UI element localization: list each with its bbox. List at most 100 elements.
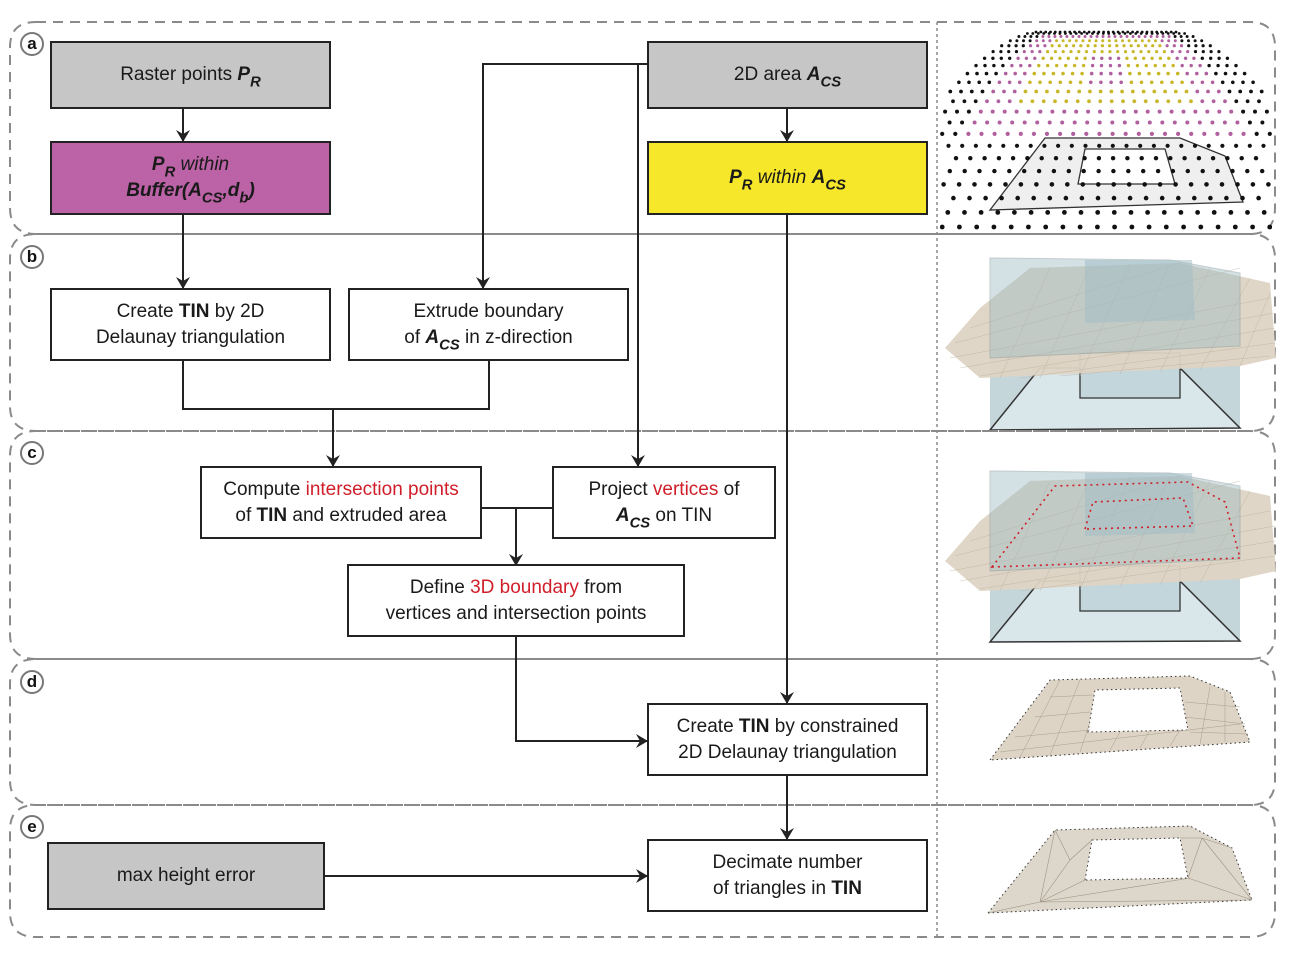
- raster-point: [1045, 89, 1049, 94]
- raster-point: [1131, 30, 1134, 34]
- raster-point: [1062, 210, 1067, 215]
- raster-point: [1022, 50, 1026, 54]
- raster-point: [1081, 63, 1086, 68]
- raster-point: [1051, 168, 1057, 174]
- raster-point: [1092, 50, 1096, 54]
- raster-point: [1010, 156, 1016, 161]
- raster-point: [1023, 71, 1027, 76]
- stage-frame-e: [9, 804, 1276, 938]
- raster-point: [1147, 120, 1152, 125]
- raster-point: [1047, 32, 1051, 35]
- raster-point: [1179, 44, 1184, 48]
- raster-point: [1056, 143, 1061, 148]
- raster-point: [1220, 143, 1225, 148]
- raster-point: [1215, 168, 1220, 174]
- raster-point: [1239, 156, 1244, 161]
- raster-point: [1228, 210, 1234, 215]
- raster-point: [1064, 32, 1067, 35]
- raster-point: [983, 195, 988, 201]
- raster-point: [1162, 50, 1166, 54]
- raster-point: [1229, 109, 1234, 114]
- raster-point: [1035, 120, 1040, 125]
- raster-point: [1235, 182, 1240, 187]
- raster-point: [1021, 44, 1025, 48]
- raster-point: [1256, 195, 1261, 201]
- raster-point: [1177, 99, 1182, 104]
- raster-point: [951, 195, 956, 201]
- raster-point: [1069, 32, 1073, 35]
- raster-point: [1096, 182, 1101, 187]
- raster-point: [1088, 89, 1092, 94]
- raster-point: [1038, 50, 1042, 54]
- raster-point: [1068, 39, 1072, 43]
- raster-point: [1064, 44, 1068, 48]
- raster-point: [1028, 80, 1032, 85]
- raster-point: [1097, 143, 1102, 148]
- raster-point: [1068, 156, 1073, 161]
- raster-point: [1043, 224, 1049, 230]
- raster-point: [991, 89, 996, 94]
- raster-point: [1251, 80, 1255, 85]
- raster-point: [1209, 56, 1213, 60]
- raster-point: [1127, 195, 1133, 201]
- raster-point: [1227, 89, 1232, 94]
- raster-point: [960, 143, 965, 148]
- raster-point: [1112, 32, 1116, 35]
- raster-point: [1094, 39, 1098, 43]
- raster-point: [1145, 109, 1150, 114]
- raster-point: [1046, 50, 1050, 54]
- raster-point: [1224, 195, 1229, 201]
- raster-point: [1077, 224, 1083, 230]
- raster-point: [945, 210, 951, 215]
- raster-point: [991, 50, 995, 54]
- raster-point: [1129, 44, 1133, 48]
- raster-point: [1111, 168, 1116, 174]
- raster-point: [1172, 44, 1176, 48]
- raster-point: [1025, 156, 1030, 161]
- raster-point: [1195, 89, 1200, 94]
- raster-point: [1211, 99, 1216, 104]
- raster-point: [1157, 109, 1162, 114]
- raster-point: [1163, 224, 1169, 230]
- raster-point: [1187, 39, 1190, 43]
- raster-point: [1046, 63, 1050, 68]
- raster-point: [1014, 50, 1019, 54]
- raster-point: [994, 71, 998, 76]
- raster-point: [1116, 56, 1121, 60]
- raster-point: [1192, 195, 1197, 201]
- raster-point: [1053, 50, 1057, 54]
- raster-point: [1177, 32, 1181, 35]
- raster-point: [1064, 99, 1069, 104]
- raster-point: [1217, 56, 1221, 60]
- raster-point: [980, 89, 985, 94]
- raster-point: [1145, 32, 1148, 35]
- raster-point: [1083, 56, 1087, 60]
- raster-point: [999, 56, 1003, 60]
- raster-point: [1085, 32, 1089, 35]
- raster-point: [1149, 80, 1154, 85]
- raster-point: [1111, 195, 1117, 201]
- raster-point: [1122, 44, 1126, 48]
- raster-point: [1038, 109, 1043, 114]
- raster-point: [1032, 71, 1037, 76]
- raster-point: [1058, 80, 1063, 85]
- stage-label-c: c: [20, 441, 44, 465]
- raster-point: [1209, 50, 1213, 54]
- raster-point: [1108, 63, 1113, 68]
- raster-point: [1114, 39, 1118, 43]
- raster-point: [1135, 120, 1140, 125]
- raster-point: [1217, 50, 1221, 54]
- raster-point: [1075, 99, 1080, 104]
- raster-point: [1099, 71, 1103, 76]
- raster-point: [1234, 63, 1238, 68]
- raster-point: [992, 63, 996, 68]
- raster-point: [968, 156, 973, 161]
- raster-point: [1012, 89, 1017, 94]
- raster-point: [1082, 30, 1086, 34]
- raster-point: [1078, 210, 1084, 215]
- raster-point: [1014, 109, 1019, 114]
- raster-point: [1055, 63, 1059, 68]
- raster-point: [1022, 120, 1027, 125]
- raster-point: [1123, 50, 1128, 54]
